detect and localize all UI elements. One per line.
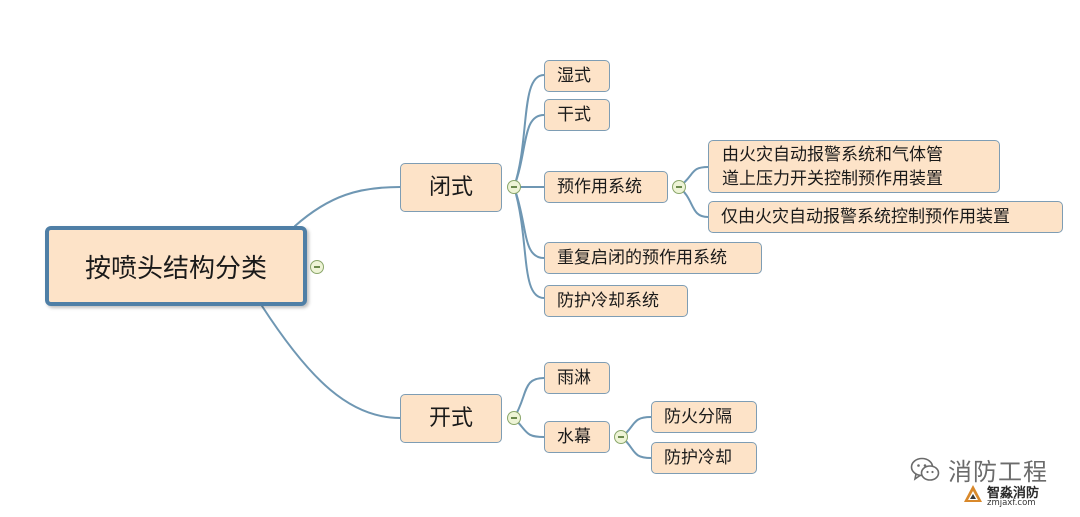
connector-root-open <box>261 305 401 419</box>
connector-root-closed <box>294 186 401 227</box>
connector-closed-cooling <box>513 186 545 299</box>
node-preaction-alarm-only[interactable]: 仅由火灾自动报警系统控制预作用装置 <box>708 201 1063 233</box>
node-water-curtain[interactable]: 水幕 <box>544 421 610 453</box>
logo-name: 智淼消防 <box>987 486 1040 501</box>
node-deluge[interactable]: 雨淋 <box>544 362 610 394</box>
node-dry[interactable]: 干式 <box>544 99 610 131</box>
node-fire-separation[interactable]: 防火分隔 <box>651 401 757 433</box>
node-protective-cooling-label: 防护冷却 <box>664 448 732 468</box>
node-preaction-alarm-pressure-line2: 道上压力开关控制预作用装置 <box>722 168 943 189</box>
node-closed[interactable]: 闭式 <box>400 163 502 212</box>
node-wet[interactable]: 湿式 <box>544 60 610 92</box>
open-collapse-toggle[interactable] <box>507 411 521 425</box>
node-dry-label: 干式 <box>557 105 591 125</box>
node-repeat-preaction-label: 重复启闭的预作用系统 <box>557 248 727 268</box>
node-fire-separation-label: 防火分隔 <box>664 407 732 427</box>
node-wet-label: 湿式 <box>557 66 591 86</box>
node-open[interactable]: 开式 <box>400 394 502 443</box>
node-preaction-alarm-only-label: 仅由火灾自动报警系统控制预作用装置 <box>721 207 1010 227</box>
connector-closed-repeat <box>513 186 545 259</box>
node-protective-cooling[interactable]: 防护冷却 <box>651 442 757 474</box>
watermark-text: 消防工程 <box>948 458 1048 486</box>
root-collapse-toggle[interactable] <box>310 260 324 274</box>
node-protective-cooling-system-label: 防护冷却系统 <box>557 291 659 311</box>
watermark: 消防工程 <box>910 452 1048 487</box>
water-curtain-collapse-toggle[interactable] <box>614 430 628 444</box>
node-deluge-label: 雨淋 <box>557 368 591 388</box>
logo-mark-icon <box>964 485 982 502</box>
connector-closed-dry <box>513 114 545 188</box>
node-water-curtain-label: 水幕 <box>557 427 591 447</box>
logo-url: zmjaxf.com <box>987 498 1036 508</box>
node-open-label: 开式 <box>428 405 473 431</box>
node-preaction-alarm-pressure-line1: 由火灾自动报警系统和气体管 <box>722 144 943 165</box>
node-preaction[interactable]: 预作用系统 <box>544 171 668 203</box>
wechat-icon <box>910 457 940 481</box>
root-node-label: 按喷头结构分类 <box>84 253 267 284</box>
node-repeat-preaction[interactable]: 重复启闭的预作用系统 <box>544 242 762 274</box>
site-logo: 智淼消防 zmjaxf.com <box>963 482 1073 512</box>
root-node[interactable]: 按喷头结构分类 <box>45 226 307 306</box>
preaction-collapse-toggle[interactable] <box>672 180 686 194</box>
node-preaction-label: 预作用系统 <box>557 177 642 197</box>
node-closed-label: 闭式 <box>428 174 473 200</box>
node-protective-cooling-system[interactable]: 防护冷却系统 <box>544 285 688 317</box>
closed-collapse-toggle[interactable] <box>507 180 521 194</box>
node-preaction-alarm-pressure[interactable]: 由火灾自动报警系统和气体管 道上压力开关控制预作用装置 <box>708 140 1000 193</box>
